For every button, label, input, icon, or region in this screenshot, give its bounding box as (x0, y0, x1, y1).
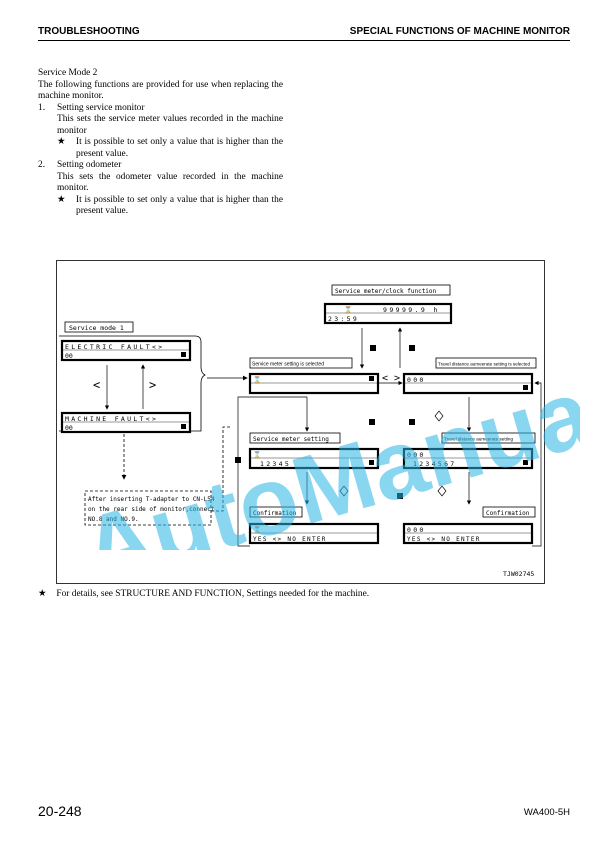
note-line-3: NO.8 and NO.9. (88, 516, 139, 523)
clock-function-label: Service meter/clock function (335, 288, 437, 295)
travel-selected-label-box (435, 357, 537, 369)
star-icon: ★ (57, 137, 66, 147)
item-desc: This sets the odometer value recorded in… (57, 171, 283, 194)
square-icon (370, 345, 376, 351)
confirmation-left-label: Confirmation (253, 510, 297, 517)
lcd-travel-value: 1234567 (413, 460, 457, 468)
lcd-yes-no: YES <> NO ENTER (253, 536, 327, 543)
list-item: 2. Setting odometer This sets the odomet… (38, 160, 283, 195)
hourglass-icon: ⌛ (253, 526, 261, 534)
diamond-icon (434, 410, 444, 422)
clock-function-label-box (331, 284, 451, 296)
confirmation-left-label-box (249, 506, 303, 518)
square-icon (523, 460, 528, 465)
header-chapter-title: SPECIAL FUNCTIONS OF MACHINE MONITOR (349, 26, 570, 37)
travel-setting-label: Travel distance aumeerate setting (444, 437, 513, 442)
meter-setting-label-box (249, 432, 341, 444)
note-box (84, 490, 212, 526)
lcd-electric-fault: ELECTRIC FAULT<> 00 (60, 339, 192, 362)
item-note-text: It is possible to set only a value that … (76, 194, 283, 217)
lcd-machine-text: MACHINE FAULT<> (65, 415, 158, 423)
lcd-travel-000: 000 (407, 526, 426, 534)
item-note: ★ It is possible to set only a value tha… (38, 195, 283, 218)
lcd-confirm-travel: 000 YES <> NO ENTER (402, 522, 534, 545)
lcd-confirm-meter: ⌛ YES <> NO ENTER (248, 522, 380, 545)
travel-selected-label: Travel distance aumeerate setting is sel… (438, 362, 530, 367)
service-mode-label: Service mode 1 (69, 324, 124, 332)
hourglass-icon: ⌛ (344, 306, 352, 314)
lcd-travel-selected: 000 (402, 372, 534, 395)
lcd-travel-setting: 000 1234567 (402, 447, 534, 470)
lcd-service-meter-clock: ⌛ 99999.9 h 23:59 (323, 302, 453, 325)
square-icon (369, 460, 374, 465)
item-note-text: It is possible to set only a value that … (76, 137, 283, 159)
square-icon (409, 419, 415, 425)
item-number: 1. (38, 102, 46, 113)
lcd-electric-sub: 00 (65, 352, 73, 360)
square-icon (397, 493, 403, 499)
list-item: 1. Setting service monitor This sets the… (38, 103, 283, 138)
hourglass-icon: ⌛ (253, 376, 261, 384)
lcd-electric-text: ELECTRIC FAULT<> (65, 343, 164, 351)
arrow-right-label: > (149, 378, 156, 392)
header-rule (38, 40, 570, 41)
model-number: WA400-5H (523, 807, 570, 818)
confirmation-right-label-box (482, 506, 536, 518)
square-icon (369, 376, 374, 381)
star-icon: ★ (38, 589, 47, 599)
service-mode-diagram: Service mode 1 ELECTRIC FAULT<> 00 < > M… (56, 260, 545, 584)
section-title: Service Mode 2 (38, 68, 98, 78)
meter-selected-label-box (249, 357, 353, 369)
square-icon (369, 419, 375, 425)
group-bracket (59, 335, 206, 432)
meter-setting-label: Service meter setting (253, 436, 329, 443)
arrow-left-label: < (93, 378, 100, 392)
intro-text: The following functions are provided for… (38, 79, 283, 102)
page-number: 20-248 (38, 803, 82, 819)
item-desc: This sets the service meter values recor… (57, 114, 283, 136)
diamond-icon (339, 485, 349, 497)
lcd-meter-setting: ⌛ 12345 (248, 447, 380, 470)
confirmation-right-label: Confirmation (486, 510, 530, 517)
body-text: Service Mode 2 The following functions a… (38, 68, 283, 218)
square-icon (409, 345, 415, 351)
square-icon (523, 385, 528, 390)
lcd-machine-fault: MACHINE FAULT<> 00 (60, 411, 192, 434)
lcd-yes-no: YES <> NO ENTER (407, 536, 481, 543)
footnote: ★ For details, see STRUCTURE AND FUNCTION… (38, 588, 369, 599)
hourglass-icon: ⌛ (253, 451, 261, 459)
lcd-machine-sub: 00 (65, 424, 73, 432)
item-title: Setting odometer (57, 160, 122, 170)
lcd-travel-000: 000 (407, 376, 426, 384)
arrow-lr-label: < > (382, 373, 400, 384)
item-title: Setting service monitor (57, 102, 145, 113)
lcd-travel-000: 000 (407, 451, 426, 459)
square-icon (181, 424, 186, 429)
lcd-meter-selected: ⌛ (248, 372, 380, 395)
star-icon: ★ (57, 194, 66, 205)
square-icon (181, 352, 186, 357)
note-line-2: on the rear side of monitor,connect (88, 506, 215, 513)
header-section-title: TROUBLESHOOTING (38, 26, 140, 37)
service-mode-label-box (64, 321, 134, 333)
item-number: 2. (38, 160, 46, 170)
lcd-meter-top: 99999.9 h (383, 306, 440, 314)
meter-selected-label: Service meter setting is selected (252, 362, 324, 368)
travel-setting-label-box (441, 432, 536, 444)
diamond-icon (437, 485, 447, 497)
item-note: ★ It is possible to set only a value tha… (38, 137, 283, 160)
note-line-1: After inserting T-adapter to CN-L54 (88, 496, 215, 503)
lcd-time: 23:59 (328, 315, 359, 323)
lcd-meter-value: 12345 (260, 460, 291, 468)
figure-code: TJW02745 (503, 570, 534, 578)
footnote-text: For details, see STRUCTURE AND FUNCTION,… (56, 589, 370, 599)
